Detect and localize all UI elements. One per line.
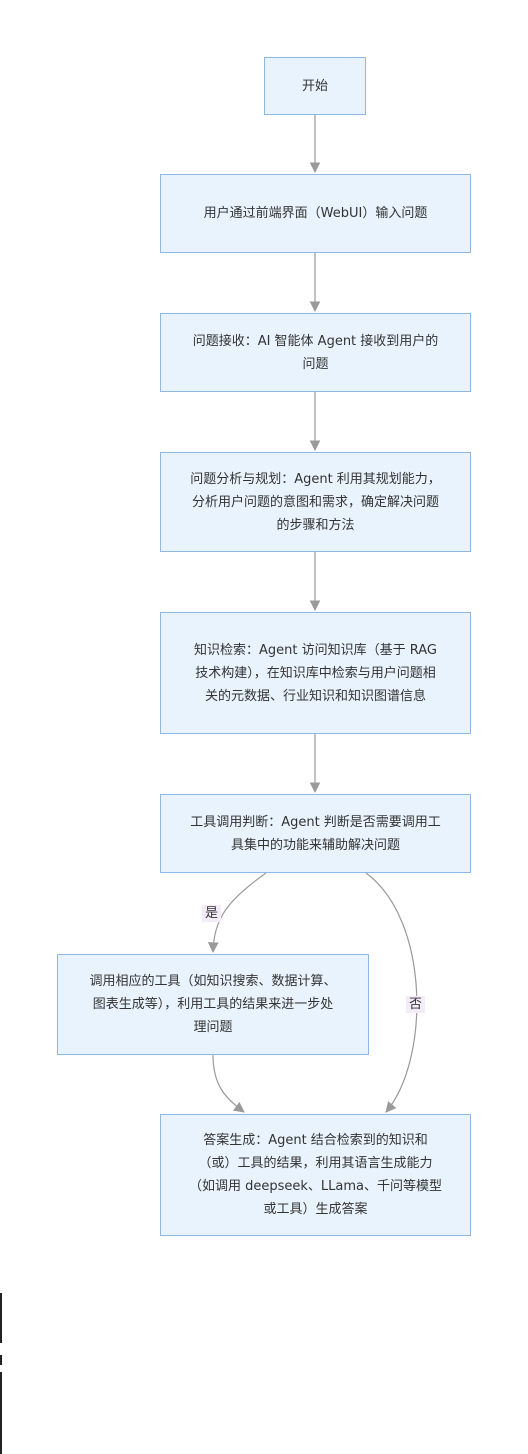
node-knowledge-retrieval: 知识检索：Agent 访问知识库（基于 RAG 技术构建），在知识库中检索与用户… [160,612,471,734]
left-edge-mark-1 [0,1293,2,1343]
node-tool-call: 调用相应的工具（如知识搜索、数据计算、图表生成等），利用工具的结果来进一步处理问… [57,954,369,1055]
edge-label-yes: 是 [202,905,222,922]
left-edge-mark-3 [0,1372,2,1454]
edge-decide-to-answer [365,872,418,1113]
node-analysis-planning: 问题分析与规划：Agent 利用其规划能力，分析用户问题的意图和需求，确定解决问… [160,452,471,552]
left-edge-mark-2 [0,1355,2,1365]
node-question-receive: 问题接收：AI 智能体 Agent 接收到用户的问题 [160,313,471,392]
node-tool-decision: 工具调用判断：Agent 判断是否需要调用工具集中的功能来辅助解决问题 [160,794,471,873]
node-start: 开始 [264,57,366,115]
edge-decide-to-tools [207,872,267,954]
node-user-input: 用户通过前端界面（WebUI）输入问题 [160,174,471,253]
edge-tools-to-answer [212,1054,245,1113]
node-answer-generation: 答案生成：Agent 结合检索到的知识和（或）工具的结果，利用其语言生成能力（如… [160,1114,471,1236]
edge-label-no: 否 [406,996,426,1013]
